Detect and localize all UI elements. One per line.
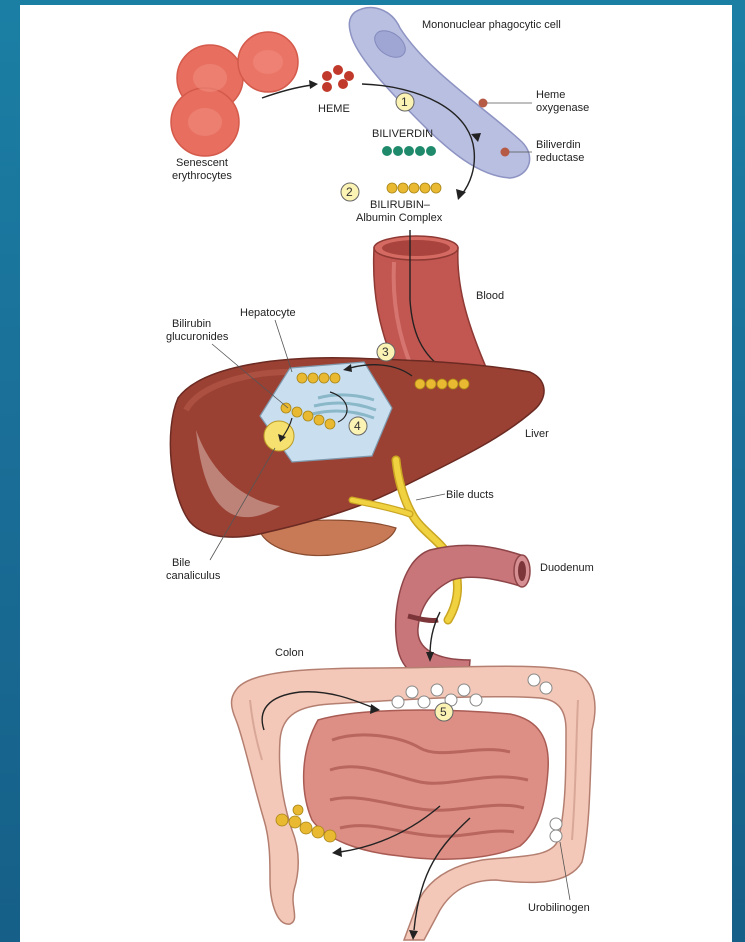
svg-text:4: 4 [354, 419, 361, 433]
heme-label: HEME [318, 103, 350, 115]
bilirubin-molecules [387, 183, 441, 193]
biliverdin-label: BILIVERDIN [372, 128, 433, 140]
bilirubin-albumin-label-2: Albumin Complex [356, 212, 443, 224]
liver-bilirubin [415, 379, 469, 389]
hepatocyte-label: Hepatocyte [240, 307, 296, 319]
bile-canaliculus-label-1: Bile [172, 557, 190, 569]
biliverdin-reductase-dot [501, 148, 510, 157]
svg-text:3: 3 [382, 345, 389, 359]
urobilinogen-label: Urobilinogen [528, 902, 590, 914]
step-2-marker: 2 [341, 183, 359, 201]
biliverdin-reductase-label-1: Biliverdin [536, 139, 581, 151]
duodenum-label: Duodenum [540, 562, 594, 574]
blood-label: Blood [476, 290, 504, 302]
liver-label: Liver [525, 428, 549, 440]
bile-ducts-label: Bile ducts [446, 489, 494, 501]
biliverdin-reductase-label-2: reductase [536, 152, 584, 164]
heme-oxygenase-label-2: oxygenase [536, 102, 589, 114]
senescent-label-1: Senescent [176, 157, 228, 169]
biliverdin-molecules [382, 146, 436, 156]
heme-oxygenase-label-1: Heme [536, 89, 565, 101]
bilirubin-albumin-label-1: BILIRUBIN– [370, 199, 431, 211]
svg-text:5: 5 [440, 705, 447, 719]
svg-text:2: 2 [346, 185, 353, 199]
bilirubin-glucuronides-label-1: Bilirubin [172, 318, 211, 330]
step-1-marker: 1 [396, 93, 414, 111]
step-4-marker: 4 [349, 417, 367, 435]
svg-text:1: 1 [401, 95, 408, 109]
colon-label: Colon [275, 647, 304, 659]
mononuclear-label: Mononuclear phagocytic cell [422, 19, 561, 31]
bilirubin-glucuronides-label-2: glucuronides [166, 331, 229, 343]
step-5-marker: 5 [435, 703, 453, 721]
heme-oxygenase-dot [479, 99, 488, 108]
bile-canaliculus-label-2: canaliculus [166, 570, 221, 582]
senescent-label-2: erythrocytes [172, 170, 232, 182]
step-3-marker: 3 [377, 343, 395, 361]
